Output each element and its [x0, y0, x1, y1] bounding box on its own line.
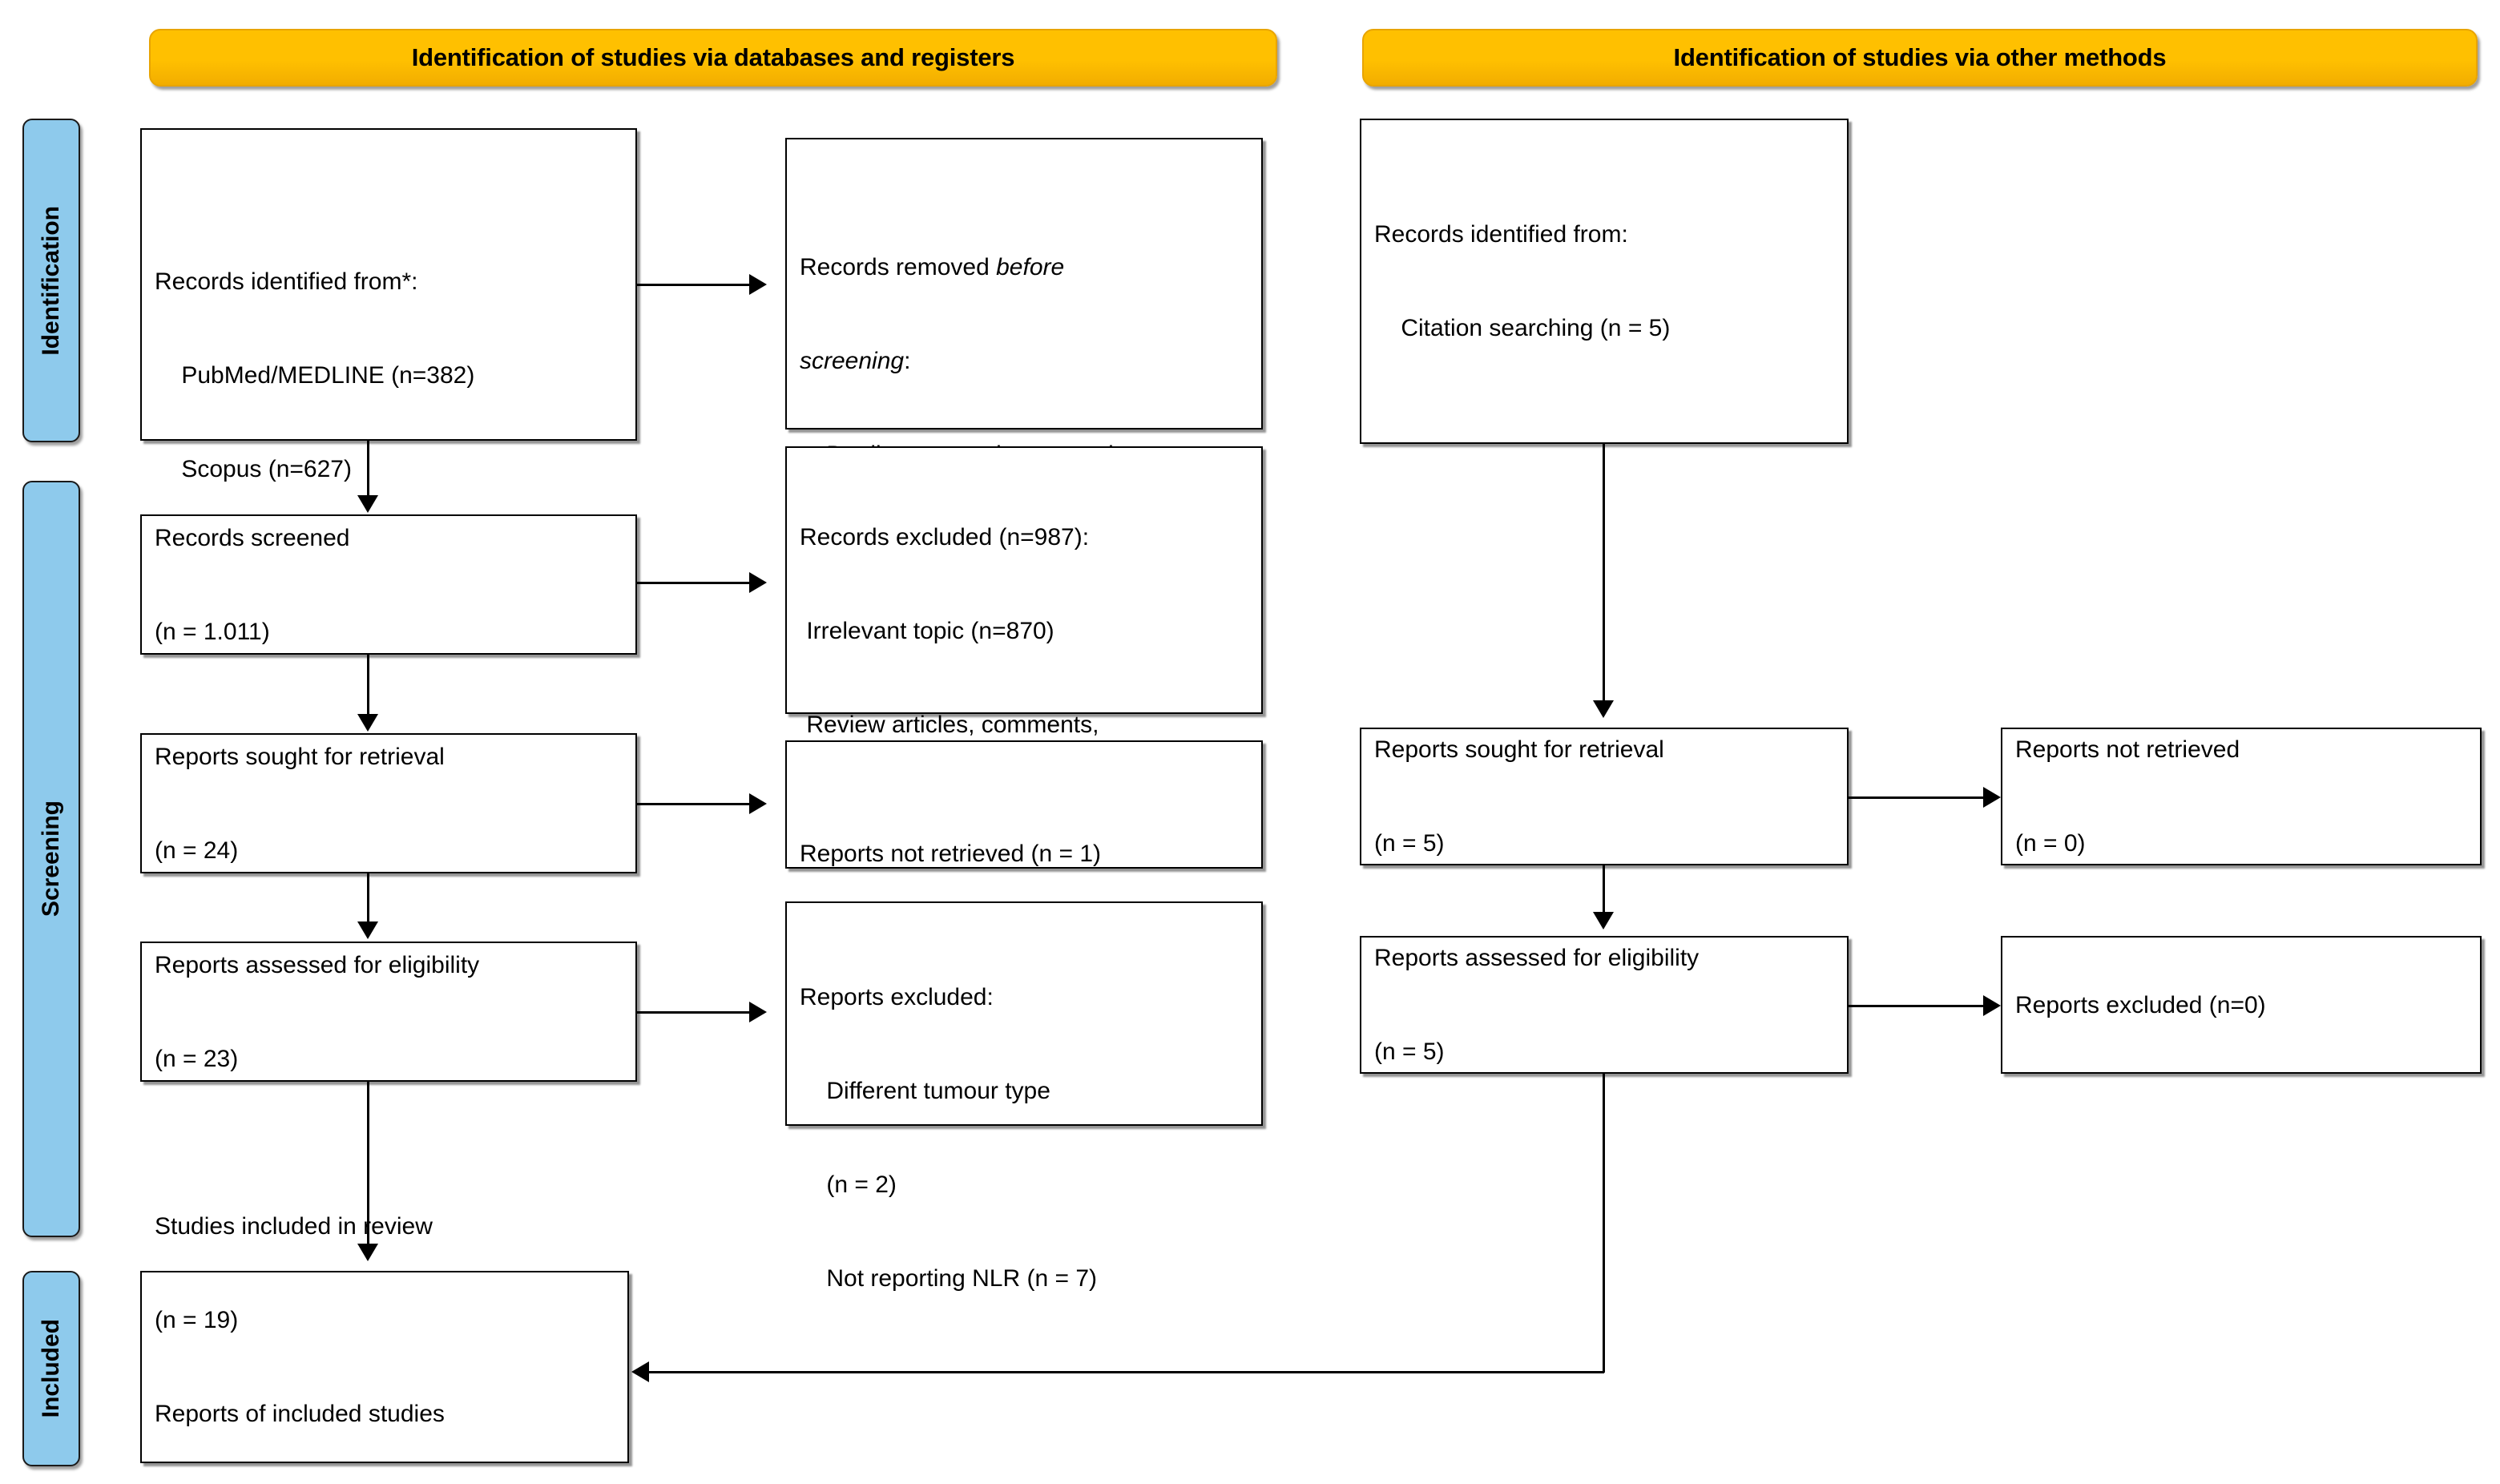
records-identified-line-2: PubMed/MEDLINE (n=382)	[155, 362, 475, 389]
records-removed-line-2-plain: :	[904, 348, 911, 374]
arrowhead-assessed-to-excluded-right	[1983, 995, 2001, 1016]
reports-sought-right-line-2: (n = 5)	[1374, 830, 1445, 857]
stage-label-screening: Screening	[38, 800, 64, 917]
arrowhead-sought-to-assessed-right	[1593, 912, 1614, 930]
connector-sought-to-assessed-left	[367, 873, 369, 921]
connector-screened-to-sought	[367, 655, 369, 714]
records-identified-other-line-2: Citation searching (n = 5)	[1374, 315, 1671, 341]
connector-sought-to-assessed-right	[1603, 865, 1605, 912]
box-reports-assessed-right: Reports assessed for eligibility (n = 5)	[1360, 936, 1849, 1074]
stage-tab-included: Included	[22, 1271, 80, 1466]
banner-databases-label: Identification of studies via databases …	[411, 43, 1015, 71]
reports-sought-right-line-1: Reports sought for retrieval	[1374, 736, 1664, 763]
connector-assessed-to-excluded-right	[1849, 1005, 1983, 1007]
stage-label-included: Included	[38, 1319, 64, 1418]
reports-assessed-left-line-2: (n = 23)	[155, 1045, 239, 1072]
box-reports-not-retrieved-left-text: Reports not retrieved (n = 1)	[787, 742, 1114, 932]
connector-screened-to-excluded	[637, 582, 749, 584]
reports-assessed-right-line-1: Reports assessed for eligibility	[1374, 945, 1700, 971]
reports-not-retrieved-right-line-2: (n = 0)	[2015, 830, 2086, 857]
records-excluded-line-1: Records excluded (n=987):	[800, 524, 1090, 550]
box-reports-not-retrieved-left: Reports not retrieved (n = 1)	[785, 740, 1263, 869]
records-identified-line-1: Records identified from*:	[155, 268, 418, 295]
box-reports-assessed-left-text: Reports assessed for eligibility (n = 23…	[142, 887, 492, 1137]
box-records-screened-text: Records screened (n = 1.011)	[142, 460, 362, 710]
reports-assessed-left-line-1: Reports assessed for eligibility	[155, 951, 480, 978]
reports-not-retrieved-right-line-1: Reports not retrieved	[2015, 736, 2240, 763]
stage-tab-screening: Screening	[22, 481, 80, 1237]
box-reports-excluded-left-text: Reports excluded: Different tumour type …	[787, 903, 1110, 1357]
arrowhead-identified-to-screened	[357, 495, 378, 513]
box-reports-assessed-left: Reports assessed for eligibility (n = 23…	[140, 942, 637, 1082]
banner-other-methods: Identification of studies via other meth…	[1362, 29, 2478, 87]
box-studies-included: Studies included in review (n = 19) Repo…	[140, 1213, 629, 1463]
arrowhead-right-to-included	[631, 1361, 649, 1382]
box-reports-assessed-right-text: Reports assessed for eligibility (n = 5)	[1361, 880, 1712, 1130]
records-identified-line-3: Scopus (n=627)	[155, 456, 352, 482]
box-reports-sought-left-text: Reports sought for retrieval (n = 24)	[142, 679, 458, 929]
box-reports-excluded-right: Reports excluded (n=0)	[2001, 936, 2482, 1074]
box-records-removed-before-screening: Records removed before screening: Duplic…	[785, 138, 1263, 562]
connector-assessed-to-excluded-left	[637, 1011, 749, 1014]
box-reports-not-retrieved-right-text: Reports not retrieved (n = 0)	[2002, 671, 2252, 921]
studies-included-line-3: Reports of included studies	[155, 1401, 445, 1427]
box-records-identified: Records identified from*: PubMed/MEDLINE…	[140, 128, 637, 576]
reports-excluded-left-line-2: Different tumour type	[800, 1078, 1050, 1104]
arrowhead-sought-to-assessed-left	[357, 921, 378, 939]
records-removed-line-2: screening:	[800, 345, 1114, 377]
reports-sought-left-line-1: Reports sought for retrieval	[155, 743, 445, 770]
box-reports-excluded-right-text: Reports excluded (n=0)	[2002, 927, 2279, 1083]
connector-sought-to-not-retrieved-left	[637, 803, 749, 805]
connector-sought-to-not-retrieved-right	[1849, 796, 1983, 799]
reports-assessed-right-line-2: (n = 5)	[1374, 1038, 1445, 1065]
records-removed-line-1: Records removed before	[800, 252, 1114, 283]
arrowhead-identified-other-to-sought	[1593, 700, 1614, 718]
banner-databases-and-registers: Identification of studies via databases …	[149, 29, 1277, 87]
reports-excluded-right-line-1: Reports excluded (n=0)	[2015, 991, 2266, 1018]
records-screened-line-1: Records screened	[155, 524, 350, 551]
reports-excluded-left-line-1: Reports excluded:	[800, 984, 994, 1010]
box-reports-sought-left: Reports sought for retrieval (n = 24)	[140, 733, 637, 873]
connector-assessed-to-included	[367, 1082, 369, 1244]
records-removed-line-1-italic: before	[996, 254, 1065, 280]
box-studies-included-text: Studies included in review (n = 19) Repo…	[142, 1148, 458, 1484]
connector-identified-other-to-sought	[1603, 444, 1605, 700]
connector-right-to-included-horizontal	[649, 1371, 1604, 1373]
studies-included-line-1: Studies included in review	[155, 1213, 433, 1240]
records-excluded-line-3: Review articles, comments,	[800, 712, 1099, 738]
arrowhead-screened-to-excluded	[749, 572, 767, 593]
banner-other-methods-label: Identification of studies via other meth…	[1673, 43, 2167, 71]
stage-tab-identification: Identification	[22, 119, 80, 442]
arrowhead-identified-to-removed	[749, 274, 767, 295]
box-reports-not-retrieved-right: Reports not retrieved (n = 0)	[2001, 728, 2482, 865]
records-excluded-line-2: Irrelevant topic (n=870)	[800, 618, 1054, 644]
records-identified-other-line-1: Records identified from:	[1374, 221, 1628, 248]
connector-right-to-included-vertical	[1603, 1074, 1605, 1373]
arrowhead-sought-to-not-retrieved-left	[749, 793, 767, 814]
box-records-identified-other: Records identified from: Citation search…	[1360, 119, 1849, 444]
connector-identified-to-screened	[367, 441, 369, 495]
connector-identified-to-removed	[637, 284, 749, 286]
arrowhead-assessed-to-excluded-left	[749, 1002, 767, 1022]
box-reports-sought-right-text: Reports sought for retrieval (n = 5)	[1361, 671, 1677, 921]
box-records-excluded: Records excluded (n=987): Irrelevant top…	[785, 446, 1263, 1113]
reports-not-retrieved-left-line-1: Reports not retrieved (n = 1)	[800, 841, 1102, 867]
records-removed-line-2-italic: screening	[800, 348, 905, 374]
stage-label-identification: Identification	[38, 205, 64, 356]
box-reports-excluded-left: Reports excluded: Different tumour type …	[785, 901, 1263, 1292]
arrowhead-sought-to-not-retrieved-right	[1983, 787, 2001, 808]
reports-sought-left-line-2: (n = 24)	[155, 837, 239, 864]
reports-excluded-left-line-3: (n = 2)	[800, 1171, 897, 1198]
reports-excluded-left-line-4: Not reporting NLR (n = 7)	[800, 1265, 1097, 1292]
box-reports-sought-right: Reports sought for retrieval (n = 5)	[1360, 728, 1849, 865]
records-screened-line-2: (n = 1.011)	[155, 618, 270, 645]
arrowhead-screened-to-sought	[357, 714, 378, 732]
studies-included-line-2: (n = 19)	[155, 1307, 239, 1333]
box-records-identified-other-text: Records identified from: Citation search…	[1361, 156, 1683, 406]
records-removed-line-1-plain: Records removed	[800, 254, 997, 280]
arrowhead-assessed-to-included	[357, 1244, 378, 1261]
box-records-screened: Records screened (n = 1.011)	[140, 514, 637, 655]
